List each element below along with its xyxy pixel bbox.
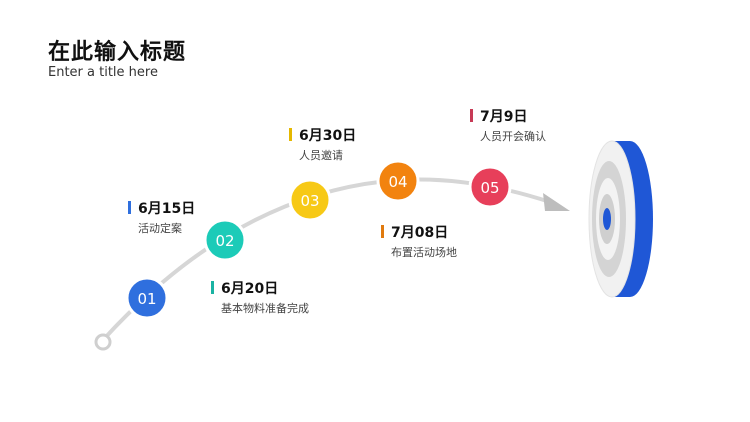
milestone-desc: 布置活动场地	[391, 246, 457, 259]
step-number: 04	[388, 173, 407, 191]
page-title: 在此输入标题	[48, 40, 187, 65]
step-number: 05	[480, 179, 499, 197]
milestone-date: 6月15日	[128, 198, 195, 218]
milestone-desc: 活动定案	[138, 222, 182, 235]
milestone-desc: 人员邀请	[299, 149, 343, 162]
milestone-desc: 人员开会确认	[480, 130, 546, 143]
milestone-01: 6月15日 活动定案	[128, 198, 195, 236]
step-number: 01	[137, 290, 156, 308]
milestone-date: 7月08日	[381, 222, 457, 242]
milestone-date: 7月9日	[470, 106, 546, 126]
milestone-04: 7月08日 布置活动场地	[381, 222, 457, 260]
milestone-03: 6月30日 人员邀请	[289, 125, 356, 163]
step-node-03[interactable]: 03	[288, 178, 332, 222]
page-subtitle: Enter a title here	[48, 65, 158, 80]
target-icon	[588, 140, 653, 298]
ring-start-icon	[94, 333, 112, 351]
milestone-05: 7月9日 人员开会确认	[470, 106, 546, 144]
step-node-01[interactable]: 01	[125, 276, 169, 320]
milestone-02: 6月20日 基本物料准备完成	[211, 278, 309, 316]
step-number: 02	[215, 232, 234, 250]
step-number: 03	[300, 192, 319, 210]
milestone-date: 6月30日	[289, 125, 356, 145]
timeline-arrow-icon	[543, 193, 570, 211]
step-node-02[interactable]: 02	[203, 218, 247, 262]
milestone-desc: 基本物料准备完成	[221, 302, 309, 315]
step-node-04[interactable]: 04	[376, 159, 420, 203]
milestone-date: 6月20日	[211, 278, 309, 298]
step-node-05[interactable]: 05	[468, 165, 512, 209]
